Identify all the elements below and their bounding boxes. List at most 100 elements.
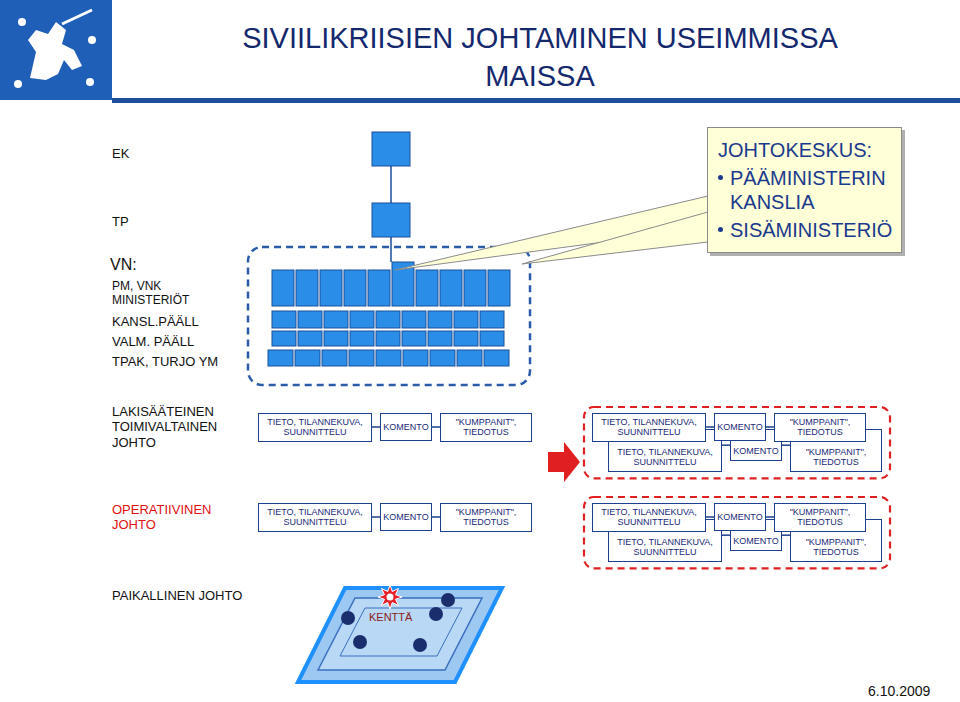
connector-line	[706, 516, 714, 518]
stack-frame	[584, 407, 890, 478]
org-chart	[350, 311, 374, 328]
org-chart	[372, 132, 410, 166]
box-label: "KUMPPANIT", TIEDOTUS	[444, 507, 528, 528]
slide-title: SIVIILIKRIISIEN JOHTAMINEN USEIMMISSA MA…	[190, 20, 890, 95]
org-chart	[322, 350, 347, 366]
box-label: KOMENTO	[383, 422, 428, 432]
process-box: KOMENTO	[714, 413, 766, 441]
org-chart	[248, 132, 530, 385]
org-chart	[403, 350, 428, 366]
process-box: KOMENTO	[380, 503, 432, 531]
org-chart	[295, 350, 320, 366]
org-chart	[298, 311, 322, 328]
field-illustration	[340, 608, 462, 656]
callout-item: PÄÄMINISTERIN KANSLIA	[718, 166, 893, 214]
connector-line	[706, 426, 714, 428]
process-box: KOMENTO	[714, 503, 766, 531]
process-box: "KUMPPANIT", TIEDOTUS	[774, 413, 866, 442]
emblem	[18, 18, 26, 26]
emblem	[86, 78, 94, 86]
field-illustration	[429, 607, 443, 621]
box-label: TIETO, TILANNEKUVA, SUUNNITTELU	[612, 447, 718, 468]
callout-heading: JOHTOKESKUS:	[718, 138, 893, 162]
shift-arrow	[548, 442, 580, 482]
org-chart	[376, 350, 401, 366]
org-chart	[457, 350, 482, 366]
process-box: "KUMPPANIT", TIEDOTUS	[440, 413, 532, 442]
stack-frame	[584, 497, 890, 568]
row-label: OPERATIIVINEN JOHTO	[112, 502, 244, 533]
box-label: TIETO, TILANNEKUVA, SUUNNITTELU	[612, 537, 718, 558]
box-label: "KUMPPANIT", TIEDOTUS	[794, 537, 878, 558]
org-chart	[454, 331, 478, 346]
process-box: KOMENTO	[380, 413, 432, 441]
connector-line	[432, 426, 440, 428]
callout-box: JOHTOKESKUS:PÄÄMINISTERIN KANSLIASISÄMIN…	[707, 127, 902, 253]
connector-layer	[584, 407, 890, 568]
org-chart	[488, 270, 510, 306]
org-chart	[464, 270, 486, 306]
date-label: 6.10.2009	[868, 683, 930, 700]
org-chart	[390, 166, 392, 203]
process-box: TIETO, TILANNEKUVA, SUUNNITTELU	[592, 503, 706, 532]
emblem	[28, 22, 82, 80]
org-chart	[320, 270, 342, 306]
emblem	[88, 36, 96, 44]
org-chart	[324, 311, 348, 328]
process-box: TIETO, TILANNEKUVA, SUUNNITTELU	[592, 413, 706, 442]
org-chart	[402, 311, 426, 328]
org-chart	[416, 270, 438, 306]
org-chart	[296, 270, 318, 306]
org-chart	[349, 350, 374, 366]
field-illustration	[341, 611, 355, 625]
org-chart	[390, 237, 392, 262]
box-label: "KUMPPANIT", TIEDOTUS	[444, 417, 528, 438]
org-chart	[248, 247, 530, 385]
level-label: TP	[112, 214, 129, 229]
emblem	[0, 0, 112, 100]
org-chart	[344, 270, 366, 306]
org-chart	[298, 331, 322, 346]
callout-pointer	[522, 212, 708, 264]
field-illustration	[413, 638, 427, 652]
org-chart	[324, 331, 348, 346]
org-chart	[480, 331, 504, 346]
org-chart	[428, 331, 452, 346]
box-label: "KUMPPANIT", TIEDOTUS	[778, 417, 862, 438]
connector-line	[722, 534, 730, 536]
field-illustration	[318, 598, 482, 670]
box-label: KOMENTO	[733, 536, 778, 546]
field-label: KENTTÄ	[367, 611, 414, 624]
level-label: EK	[112, 146, 129, 161]
box-label: TIETO, TILANNEKUVA, SUUNNITTELU	[262, 417, 368, 438]
box-label: KOMENTO	[717, 422, 762, 432]
emblem	[0, 0, 112, 100]
org-chart	[376, 331, 400, 346]
field-illustration	[353, 635, 367, 649]
connector-layer	[372, 427, 790, 535]
level-label: PM, VNK MINISTERIÖT	[112, 279, 216, 307]
level-label: VN:	[110, 256, 137, 275]
connector-line	[782, 444, 790, 446]
box-label: TIETO, TILANNEKUVA, SUUNNITTELU	[262, 507, 368, 528]
org-chart	[454, 311, 478, 328]
connector-line	[722, 444, 730, 446]
org-chart	[268, 262, 510, 366]
box-label: "KUMPPANIT", TIEDOTUS	[794, 447, 878, 468]
org-chart	[484, 350, 509, 366]
box-label: TIETO, TILANNEKUVA, SUUNNITTELU	[596, 507, 702, 528]
org-chart	[430, 350, 455, 366]
box-label: TIETO, TILANNEKUVA, SUUNNITTELU	[596, 417, 702, 438]
process-box: TIETO, TILANNEKUVA, SUUNNITTELU	[258, 503, 372, 532]
process-box: "KUMPPANIT", TIEDOTUS	[774, 503, 866, 532]
org-chart	[350, 331, 374, 346]
emblem	[14, 80, 22, 88]
field-illustration	[298, 588, 502, 682]
box-label: "KUMPPANIT", TIEDOTUS	[778, 507, 862, 528]
field-illustration	[298, 585, 502, 682]
connector-line	[432, 516, 440, 518]
box-label: KOMENTO	[717, 512, 762, 522]
row-label: LAKISÄÄTEINEN TOIMIVALTAINEN JOHTO	[112, 404, 244, 450]
field-illustration	[387, 594, 394, 601]
